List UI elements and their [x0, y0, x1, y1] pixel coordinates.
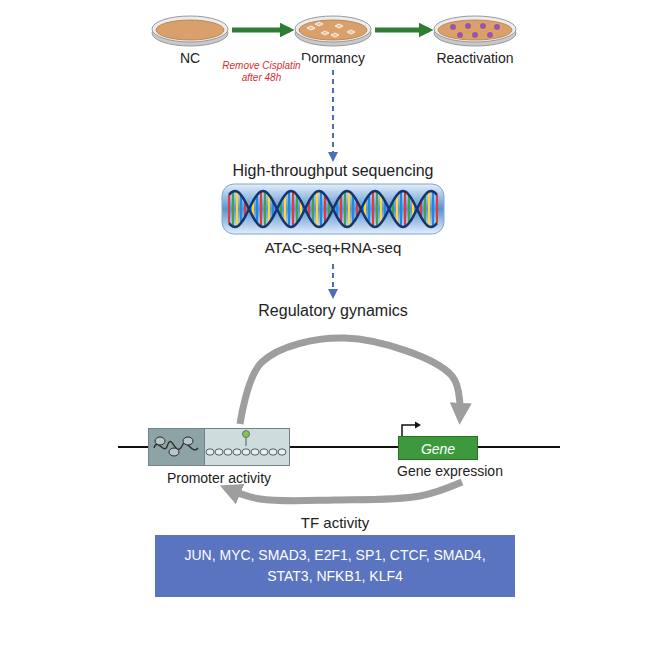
section-label: Regulatory gynamics — [258, 302, 407, 320]
dish-node: Dormancy — [293, 12, 373, 66]
edge-label: Remove Cisplatin after 48h — [215, 60, 309, 84]
chromatin-illustration — [148, 428, 290, 466]
gene-name: Gene — [399, 437, 477, 461]
tf-list: JUN, MYC, SMAD3, E2F1, SP1, CTCF, SMAD4,… — [169, 545, 501, 587]
dish-label: Reactivation — [432, 50, 518, 66]
promoter-box — [148, 428, 290, 466]
tf-box: JUN, MYC, SMAD3, E2F1, SP1, CTCF, SMAD4,… — [155, 535, 515, 597]
tss-arrow — [380, 420, 440, 436]
connector-arrow — [375, 28, 429, 33]
dish-node: Reactivation — [432, 12, 518, 66]
tf-node: TF activityJUN, MYC, SMAD3, E2F1, SP1, C… — [155, 514, 515, 597]
connector-arrow — [332, 70, 334, 159]
promoter-node: Promoter activity — [140, 428, 300, 486]
promoter-label: Promoter activity — [140, 470, 298, 486]
tf-heading: TF activity — [155, 514, 515, 531]
method-label: ATAC-seq+RNA-seq — [212, 239, 454, 256]
dashed-arrow — [332, 264, 334, 296]
petri-dish — [293, 12, 373, 48]
petri-dish — [432, 12, 518, 48]
sequencing-box — [221, 183, 445, 235]
connector-arrow — [232, 28, 290, 33]
connector-arrow — [240, 338, 460, 424]
gene-node: GeneGene expression — [380, 420, 520, 479]
petri-dish — [150, 12, 230, 48]
dna-helix — [221, 183, 445, 235]
section-heading: High-throughput sequencing — [212, 162, 454, 180]
dish-node: NC — [150, 12, 230, 66]
gene-box: Gene — [398, 436, 478, 460]
gene-expression-label: Gene expression — [380, 463, 520, 479]
seq-node: High-throughput sequencingATAC-seq+RNA-s… — [212, 162, 454, 256]
